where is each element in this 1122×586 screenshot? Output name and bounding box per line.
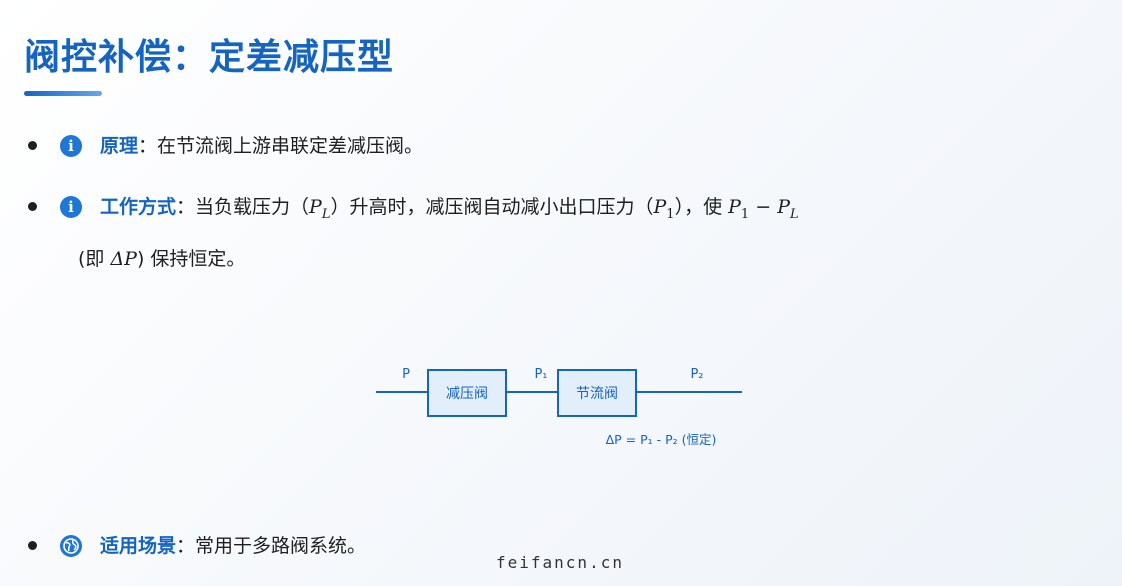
- bullet-working-mode: i 工作方式：当负载压力（PL）升高时，减压阀自动减小出口压力（P1），使 P1…: [28, 189, 1098, 277]
- bullet-application: 适用场景：常用于多路阀系统。: [28, 528, 1098, 564]
- bullet-dot: [28, 202, 37, 211]
- info-icon: i: [60, 196, 82, 218]
- math-delta-p: ΔP: [110, 247, 137, 270]
- watermark: feifancn.cn: [496, 553, 624, 572]
- output-pressure-label: P₂: [690, 367, 703, 382]
- bullet-text-line2: (即 ΔP) 保持恒定。: [78, 241, 1098, 277]
- text-segment: ），使: [674, 196, 729, 218]
- bullet-text: 工作方式：当负载压力（PL）升高时，减压阀自动减小出口压力（P1），使 P1 −…: [100, 189, 1098, 233]
- formula-label: ΔP = P₁ - P₂ (恒定): [606, 432, 717, 447]
- bullet-label: 原理: [100, 135, 139, 157]
- input-pressure-label: P: [402, 367, 410, 382]
- math-pl: PL: [309, 196, 331, 222]
- box2-label: 节流阀: [576, 386, 618, 402]
- text-segment: ) 保持恒定。: [136, 247, 246, 270]
- title-underline: [24, 91, 102, 96]
- box1-label: 减压阀: [446, 386, 488, 402]
- bullet-dot: [28, 141, 37, 150]
- math-p1: P1: [653, 196, 675, 222]
- globe-icon: [60, 535, 82, 557]
- bullet-principle: i 原理：在节流阀上游串联定差减压阀。: [28, 128, 1098, 164]
- text-segment: ）升高时，减压阀自动减小出口压力（: [330, 196, 654, 218]
- diagram-svg: P 减压阀 P₁ 节流阀 P₂ ΔP = P₁ - P₂ (恒定): [376, 367, 742, 447]
- label-separator: ：: [138, 135, 158, 157]
- bullet-text: 常用于多路阀系统。: [195, 535, 367, 557]
- info-icon: i: [60, 135, 82, 157]
- label-separator: ：: [176, 196, 196, 218]
- bullet-label: 适用场景: [100, 535, 177, 557]
- bullet-text: 在节流阀上游串联定差减压阀。: [157, 135, 424, 157]
- label-separator: ：: [176, 535, 196, 557]
- page-title: 阀控补偿：定差减压型: [24, 37, 395, 78]
- mid-pressure-label: P₁: [534, 367, 547, 382]
- text-segment: 当负载压力（: [195, 196, 310, 218]
- text-segment: (即: [78, 247, 111, 270]
- bullet-dot: [28, 541, 37, 550]
- math-p1-minus-pl: P1 − PL: [728, 196, 799, 222]
- bullet-label: 工作方式: [100, 196, 177, 218]
- pressure-diagram: P 减压阀 P₁ 节流阀 P₂ ΔP = P₁ - P₂ (恒定): [370, 360, 750, 460]
